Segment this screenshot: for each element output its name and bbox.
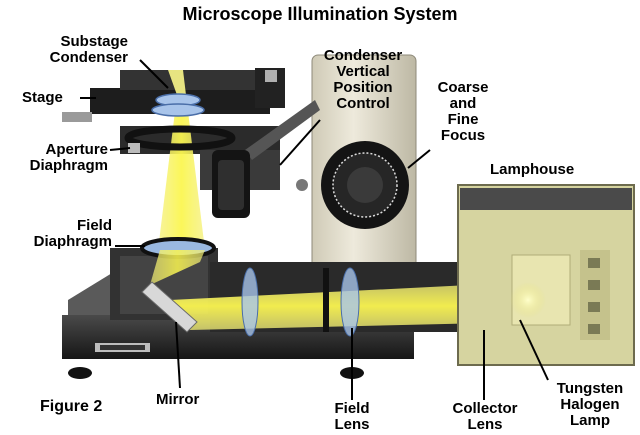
label-substage-condenser: Substage Condenser xyxy=(49,33,128,66)
label-collector-lens: Collector Lens xyxy=(452,400,518,433)
label-aperture-diaphragm: Aperture Diaphragm xyxy=(29,141,108,174)
aperture-diaphragm xyxy=(124,125,236,151)
field-lens xyxy=(340,267,360,337)
vertical-light-beam xyxy=(158,95,205,250)
tungsten-halogen-bulb xyxy=(510,282,546,318)
label-field-lens: Field Lens xyxy=(334,400,370,433)
focus-knob xyxy=(321,141,409,229)
label-coarse-fine-focus: Coarse and Fine Focus xyxy=(437,79,489,144)
diagram-title: Microscope Illumination System xyxy=(182,4,458,24)
lamphouse xyxy=(457,184,635,366)
label-field-diaphragm: Field Diaphragm xyxy=(33,217,112,250)
label-condenser-vertical-position-control: Condenser Vertical Position Control xyxy=(323,47,403,112)
figure-label: Figure 2 xyxy=(40,398,103,415)
label-stage: Stage xyxy=(22,89,63,106)
label-lamphouse: Lamphouse xyxy=(490,161,575,178)
label-mirror: Mirror xyxy=(156,391,200,408)
label-tungsten-halogen-lamp: Tungsten Halogen Lamp xyxy=(556,380,624,429)
relay-lens xyxy=(241,267,259,337)
mirror xyxy=(141,281,198,333)
leader-lines xyxy=(80,59,549,400)
